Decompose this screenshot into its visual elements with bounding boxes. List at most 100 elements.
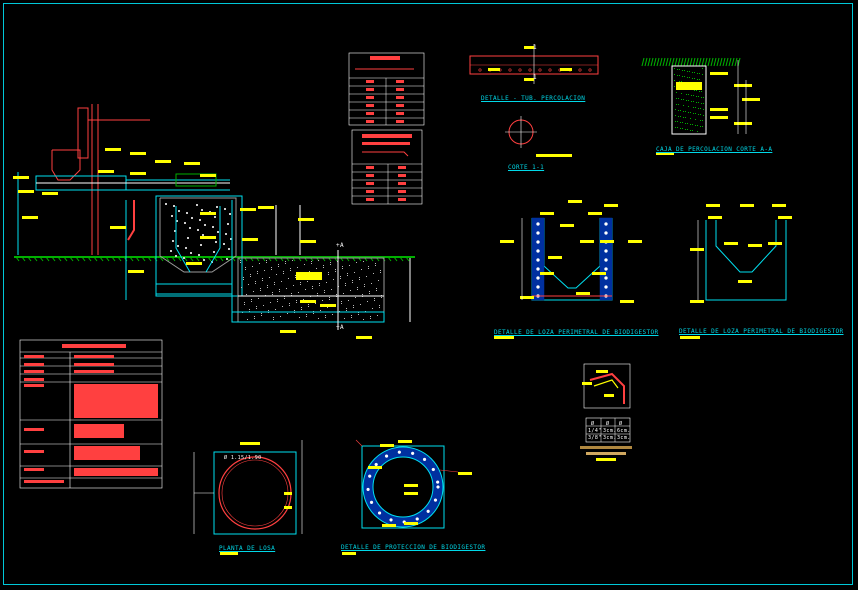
gravel-dot <box>306 316 307 317</box>
leader-line <box>355 439 363 447</box>
grass <box>659 57 663 67</box>
table-1-cell <box>366 80 374 83</box>
perforation <box>588 68 592 72</box>
gravel-dot <box>693 95 694 96</box>
gravel-dot <box>687 77 688 78</box>
section-marker-top: 1 <box>533 44 538 51</box>
gravel-dot <box>693 113 694 114</box>
grass <box>644 57 648 67</box>
gravel-dot <box>682 128 683 129</box>
gravel-dot <box>359 277 360 278</box>
slab-1-tag <box>540 272 554 275</box>
elevation-dimension-tag <box>242 238 258 241</box>
table-1-cell <box>396 88 404 91</box>
legend-table <box>19 339 163 489</box>
gravel-dot <box>678 98 679 99</box>
ground-hatch <box>129 256 134 262</box>
tank-fill-dot <box>189 227 191 229</box>
gravel-dot <box>698 96 699 97</box>
gravel-dot <box>320 310 321 311</box>
gravel-dot <box>341 301 342 302</box>
gravel-dot <box>342 266 343 267</box>
table-2-cell <box>398 166 406 169</box>
gravel-dot <box>303 299 304 300</box>
table-2 <box>351 129 423 205</box>
gravel-dot <box>684 76 685 77</box>
title-percolation-box: CAJA DE PERCOLACION CORTE A-A <box>656 146 773 153</box>
ground-hatch <box>399 256 404 262</box>
tank-fill-dot <box>224 208 226 210</box>
gravel-dot <box>698 114 699 115</box>
gravel-dot <box>285 261 286 262</box>
legend-key <box>24 428 44 431</box>
gravel-dot <box>335 269 336 270</box>
gravel-dot <box>264 270 265 271</box>
rebar-spacing-1: 6cm. <box>617 428 631 434</box>
gravel-dot <box>254 318 255 319</box>
rebar-dot <box>389 518 393 522</box>
rebar-dot <box>374 462 378 467</box>
grass <box>668 57 672 67</box>
gravel-dot <box>675 127 676 128</box>
gravel-dot <box>288 278 289 279</box>
label-box <box>296 272 322 280</box>
gravel-dot <box>323 267 324 268</box>
gravel-dot <box>379 305 380 306</box>
tank-fill-dot <box>177 245 179 247</box>
gravel-dot <box>266 260 267 261</box>
gravel-dot <box>245 269 246 270</box>
gravel-dot <box>313 313 314 314</box>
gravel-dot <box>280 316 281 317</box>
gravel-dot <box>345 283 346 284</box>
slab-2-inner <box>715 220 777 273</box>
gravel-dot <box>267 287 268 288</box>
corner-stirrup <box>593 379 619 389</box>
grass <box>695 57 699 67</box>
gravel-dot <box>243 277 244 278</box>
gravel-dot <box>276 274 277 275</box>
gravel-dot <box>250 276 251 277</box>
tank-fill-dot <box>186 212 188 214</box>
legend-value <box>74 355 114 358</box>
slab-2-tag <box>778 216 792 219</box>
elevation-dimension-tag <box>18 190 34 193</box>
gravel-dot <box>324 292 325 293</box>
legend-key <box>24 370 44 373</box>
tank-fill-dot <box>196 204 198 206</box>
gravel-dot <box>681 99 682 100</box>
tank-fill-dot <box>226 258 228 260</box>
tank-fill-dot <box>203 259 205 261</box>
gravel-dot <box>677 75 678 76</box>
gravel-dot <box>300 282 301 283</box>
protection-tag <box>368 466 382 469</box>
inspection-box <box>175 173 217 187</box>
gravel-dot <box>676 92 677 93</box>
gravel-dot <box>676 98 677 99</box>
gravel-dot <box>326 282 327 283</box>
gravel-dot <box>370 316 371 317</box>
table-1-cell <box>366 96 374 99</box>
gravel-dot <box>693 101 694 102</box>
gravel-dot <box>353 307 354 308</box>
gravel-dot <box>332 314 333 315</box>
grass <box>662 57 666 67</box>
elevation-dimension-tag <box>130 172 146 175</box>
gravel-dot <box>345 285 346 286</box>
gravel-dot <box>291 293 292 294</box>
gravel-dot <box>253 291 254 292</box>
slab-plan-ring-outer <box>218 456 292 530</box>
gravel-dot <box>700 120 701 121</box>
title-section-1-1: CORTE 1-1 <box>508 164 545 171</box>
gravel-dot <box>263 305 264 306</box>
rebar-dot <box>604 258 608 262</box>
gravel-dot <box>350 290 351 291</box>
ground-hatch <box>63 256 68 262</box>
pipe-dimension-tag <box>524 46 534 49</box>
legend-key <box>24 480 64 483</box>
grass <box>674 57 678 67</box>
title-percolation-detail: DETALLE - TUB. PERCOLACION <box>481 95 586 102</box>
gravel-dot <box>296 300 297 301</box>
gravel-dot <box>682 70 683 71</box>
outlet-pipe <box>127 200 135 241</box>
ground-hatch <box>177 256 182 262</box>
